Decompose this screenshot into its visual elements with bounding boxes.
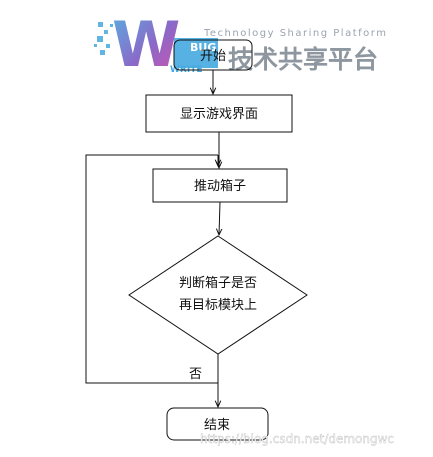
show-ui-node: 显示游戏界面 — [145, 94, 293, 133]
push-box-label: 推动箱子 — [194, 178, 246, 194]
no-branch-label: 否 — [189, 367, 202, 382]
logo-letter: W — [112, 8, 180, 81]
watermark-tagline-en: Technology Sharing Platform — [203, 28, 387, 39]
start-label: 开始 — [200, 49, 226, 64]
loop-back-line — [85, 154, 218, 384]
arrow-push-box-to-decision — [219, 201, 220, 235]
logo-tag-bg — [174, 38, 218, 68]
show-ui-label: 显示游戏界面 — [180, 107, 258, 122]
watermark-url: https://blog.csdn.net/demongwc — [200, 432, 394, 446]
logo-pixel-dots — [94, 22, 113, 55]
decision-label-line1: 判断箱子是否 — [179, 275, 257, 291]
end-shape — [166, 407, 269, 441]
edges — [85, 70, 220, 407]
push-box-node: 推动箱子 — [152, 168, 288, 203]
decision-shape — [128, 235, 308, 355]
watermark-tagline-cn: 技术共享平台 — [228, 45, 378, 74]
logo-tag-top: BUG — [190, 41, 216, 54]
decision-label-line2: 再目标模块上 — [179, 298, 257, 313]
end-label: 结束 — [204, 418, 230, 433]
end-node: 结束 — [166, 407, 269, 441]
decision-node: 判断箱子是否 再目标模块上 — [128, 235, 308, 355]
